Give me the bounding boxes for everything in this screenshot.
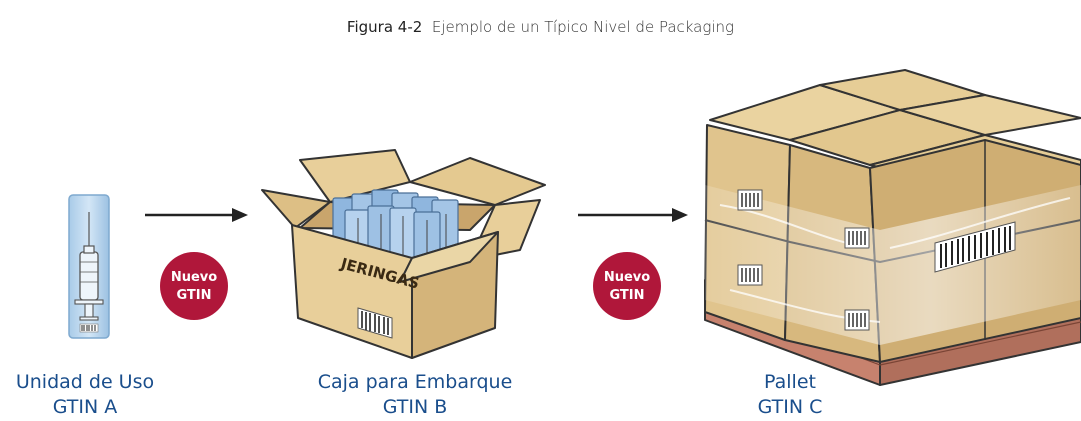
level-unit-gtin: GTIN A [52,396,118,418]
badge-2-line2: GTIN [609,288,644,303]
level-label-case: Caja para Embarque GTIN B [290,370,540,420]
figure-caption: Figura 4-2 Ejemplo de un Típico Nivel de… [0,18,1081,36]
case-barcode [357,307,393,339]
pallet-case-barcode-bars [741,193,866,327]
new-gtin-badge-2: Nuevo GTIN [593,252,661,320]
level-unit-name: Unidad de Uso [15,371,155,393]
arrow-case-to-pallet [578,208,688,222]
shipping-case-illustration [261,149,546,359]
syringe-unit-illustration [68,194,110,339]
figure-number: Figura 4-2 [346,18,423,36]
stretch-wrap [705,185,1081,345]
level-pallet-name: Pallet [764,371,816,393]
level-label-pallet: Pallet GTIN C [700,370,880,420]
level-pallet-gtin: GTIN C [757,396,823,418]
pallet-barcode-large [934,221,1016,273]
level-label-unit: Unidad de Uso GTIN A [0,370,170,420]
badge-2-line1: Nuevo [604,270,650,285]
new-gtin-badge-1: Nuevo GTIN [160,252,228,320]
arrow-unit-to-case [145,208,248,222]
level-case-gtin: GTIN B [382,396,448,418]
badge-1-line1: Nuevo [171,270,217,285]
badge-1-line2: GTIN [176,288,211,303]
figure-title: Ejemplo de un Típico Nivel de Packaging [431,18,735,36]
level-case-name: Caja para Embarque [317,371,513,393]
